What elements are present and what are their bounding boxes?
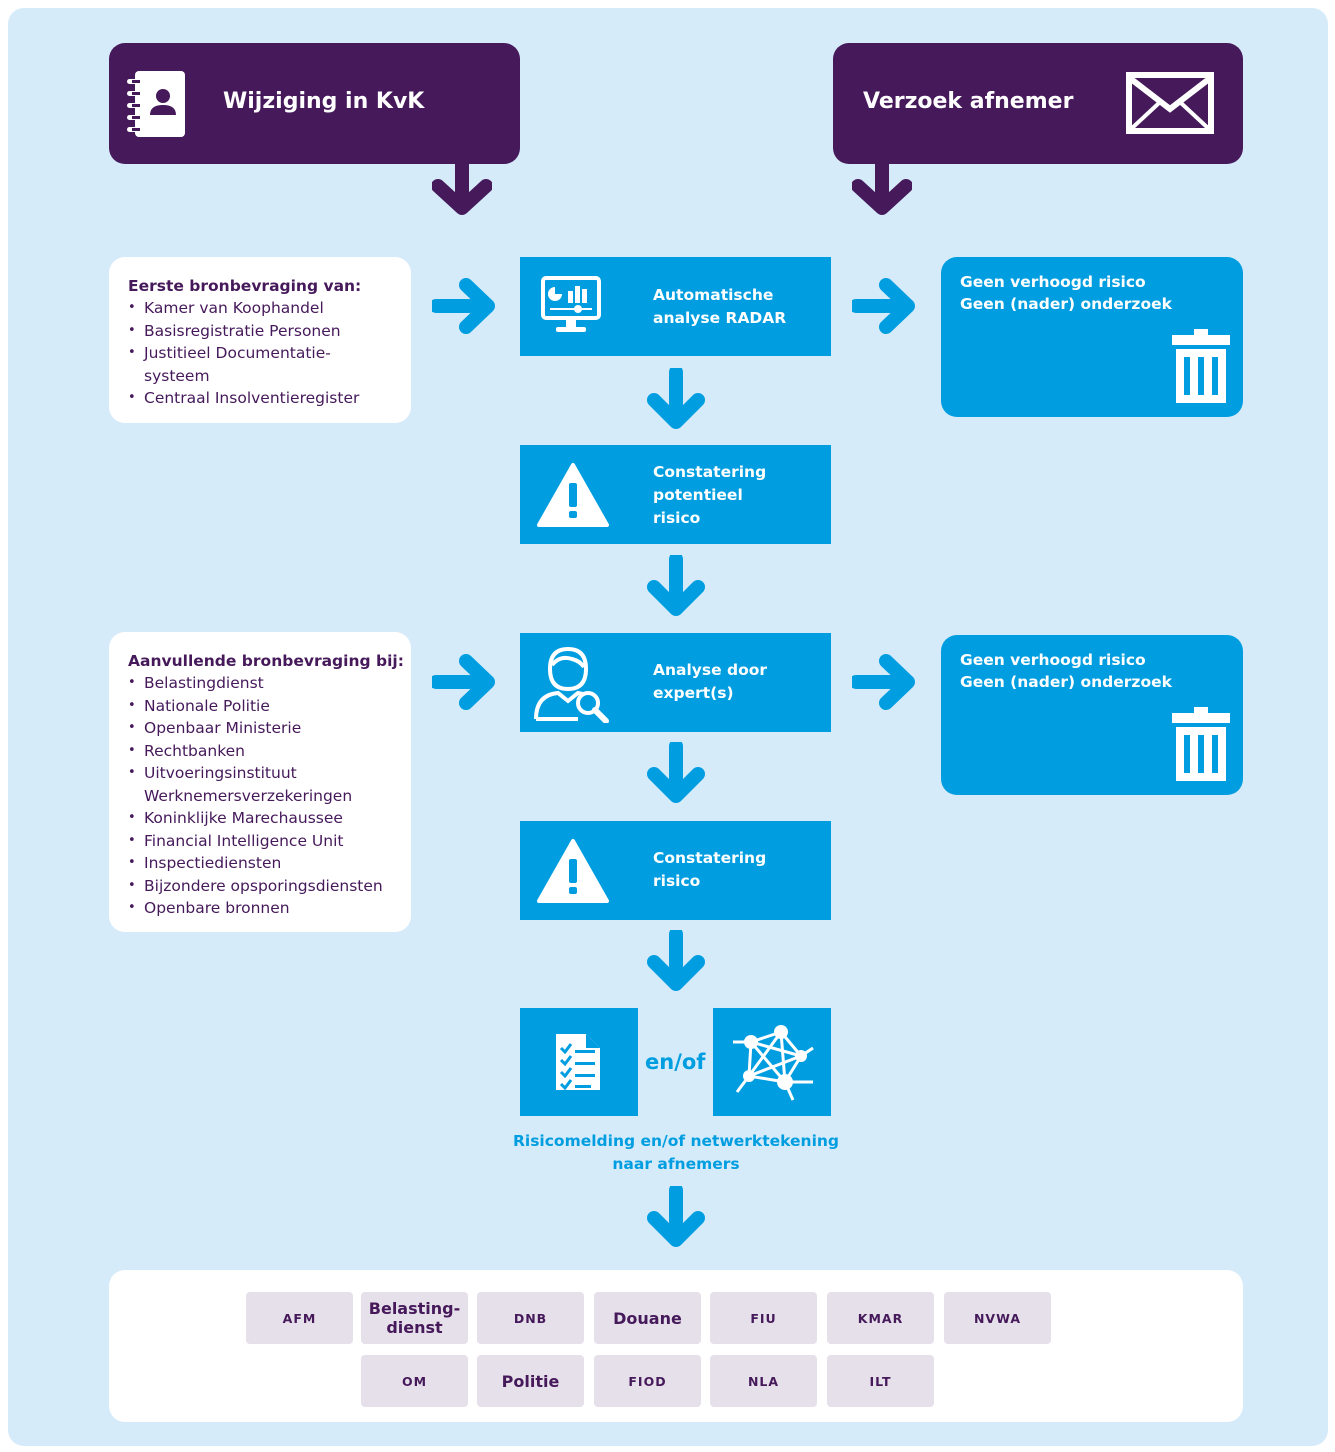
first-sources-list: Kamer van Koophandel Basisregistratie Pe… bbox=[128, 297, 408, 410]
list-item: Belastingdienst bbox=[128, 672, 410, 695]
list-item: Koninklijke Marechaussee bbox=[128, 807, 410, 830]
expert-search-icon bbox=[534, 645, 614, 723]
arrow-right-icon bbox=[852, 278, 920, 334]
warning-icon bbox=[536, 837, 610, 905]
no-risk-line2: Geen (nader) onderzoek bbox=[960, 295, 1172, 313]
list-item: Uitvoeringsinstituut Werknemersverzekeri… bbox=[128, 762, 410, 807]
checklist-document-icon bbox=[552, 1032, 604, 1092]
recipient-chip: AFM bbox=[246, 1292, 353, 1344]
trigger-kvk-box: Wijziging in KvK bbox=[109, 43, 520, 164]
arrow-down-icon bbox=[646, 1186, 706, 1250]
list-item: Financial Intelligence Unit bbox=[128, 830, 410, 853]
arrow-right-icon bbox=[852, 654, 920, 710]
network-drawing-tile bbox=[713, 1008, 831, 1116]
monitor-chart-icon bbox=[540, 275, 602, 337]
trigger-afnemer-label: Verzoek afnemer bbox=[863, 89, 1074, 114]
additional-sources-list: Belastingdienst Nationale Politie Openba… bbox=[128, 672, 410, 920]
no-risk-box: Geen verhoogd risico Geen (nader) onderz… bbox=[941, 635, 1243, 795]
first-sources-card: Eerste bronbevraging van: Kamer van Koop… bbox=[109, 257, 411, 423]
recipient-chip: Douane bbox=[594, 1292, 701, 1344]
recipient-chip: ILT bbox=[827, 1355, 934, 1407]
recipient-chip: NVWA bbox=[944, 1292, 1051, 1344]
step-automatic-analysis-label: Automatische analyse RADAR bbox=[653, 286, 787, 327]
envelope-icon bbox=[1125, 71, 1215, 135]
output-caption: Risicomelding en/of netwerktekening naar… bbox=[512, 1132, 840, 1173]
and-or-connector: en/of bbox=[645, 1050, 706, 1074]
no-risk-box: Geen verhoogd risico Geen (nader) onderz… bbox=[941, 257, 1243, 417]
step-expert-analysis-label: Analyse door expert(s) bbox=[653, 661, 768, 702]
arrow-down-icon bbox=[646, 555, 706, 619]
arrow-right-icon bbox=[432, 654, 500, 710]
recipient-chip: Politie bbox=[477, 1355, 584, 1407]
recipient-chip: NLA bbox=[710, 1355, 817, 1407]
arrow-down-icon bbox=[646, 368, 706, 432]
trash-icon bbox=[1170, 705, 1232, 783]
step-automatic-analysis: Automatische analyse RADAR bbox=[520, 257, 831, 356]
trash-icon bbox=[1170, 327, 1232, 405]
list-item: Kamer van Koophandel bbox=[128, 297, 408, 320]
list-item: Centraal Insolventieregister bbox=[128, 387, 408, 410]
trigger-kvk-label: Wijziging in KvK bbox=[223, 89, 425, 114]
network-graph-icon bbox=[731, 1022, 815, 1102]
no-risk-line1: Geen verhoogd risico bbox=[960, 273, 1146, 291]
recipient-chip: Belasting- dienst bbox=[361, 1292, 468, 1344]
trigger-afnemer-box: Verzoek afnemer bbox=[833, 43, 1243, 164]
list-item: Rechtbanken bbox=[128, 740, 410, 763]
recipient-chip: FIU bbox=[710, 1292, 817, 1344]
step-expert-analysis: Analyse door expert(s) bbox=[520, 633, 831, 732]
first-sources-heading: Eerste bronbevraging van: bbox=[128, 277, 362, 295]
recipient-chip: KMAR bbox=[827, 1292, 934, 1344]
list-item: Openbare bronnen bbox=[128, 897, 410, 920]
step-risk: Constatering risico bbox=[520, 821, 831, 920]
recipient-chip: DNB bbox=[477, 1292, 584, 1344]
list-item: Justitieel Documentatie- systeem bbox=[128, 342, 408, 387]
no-risk-line2: Geen (nader) onderzoek bbox=[960, 673, 1172, 691]
list-item: Nationale Politie bbox=[128, 695, 410, 718]
recipient-chip: FIOD bbox=[594, 1355, 701, 1407]
arrow-down-icon bbox=[852, 162, 912, 216]
list-item: Bijzondere opsporingsdiensten bbox=[128, 875, 410, 898]
list-item: Basisregistratie Personen bbox=[128, 320, 408, 343]
list-item: Openbaar Ministerie bbox=[128, 717, 410, 740]
contact-book-icon bbox=[125, 69, 191, 139]
step-potential-risk-label: Constatering potentieel risico bbox=[653, 463, 767, 527]
list-item: Inspectiediensten bbox=[128, 852, 410, 875]
recipients-card: AFM Belasting- dienst DNB Douane FIU KMA… bbox=[109, 1270, 1243, 1422]
arrow-right-icon bbox=[432, 278, 500, 334]
additional-sources-card: Aanvullende bronbevraging bij: Belasting… bbox=[109, 632, 411, 932]
additional-sources-heading: Aanvullende bronbevraging bij: bbox=[128, 652, 404, 670]
risk-report-tile bbox=[520, 1008, 638, 1116]
arrow-down-icon bbox=[646, 742, 706, 806]
no-risk-line1: Geen verhoogd risico bbox=[960, 651, 1146, 669]
step-potential-risk: Constatering potentieel risico bbox=[520, 445, 831, 544]
step-risk-label: Constatering risico bbox=[653, 849, 767, 890]
warning-icon bbox=[536, 461, 610, 529]
recipient-chip: OM bbox=[361, 1355, 468, 1407]
arrow-down-icon bbox=[646, 930, 706, 994]
arrow-down-icon bbox=[432, 162, 492, 216]
